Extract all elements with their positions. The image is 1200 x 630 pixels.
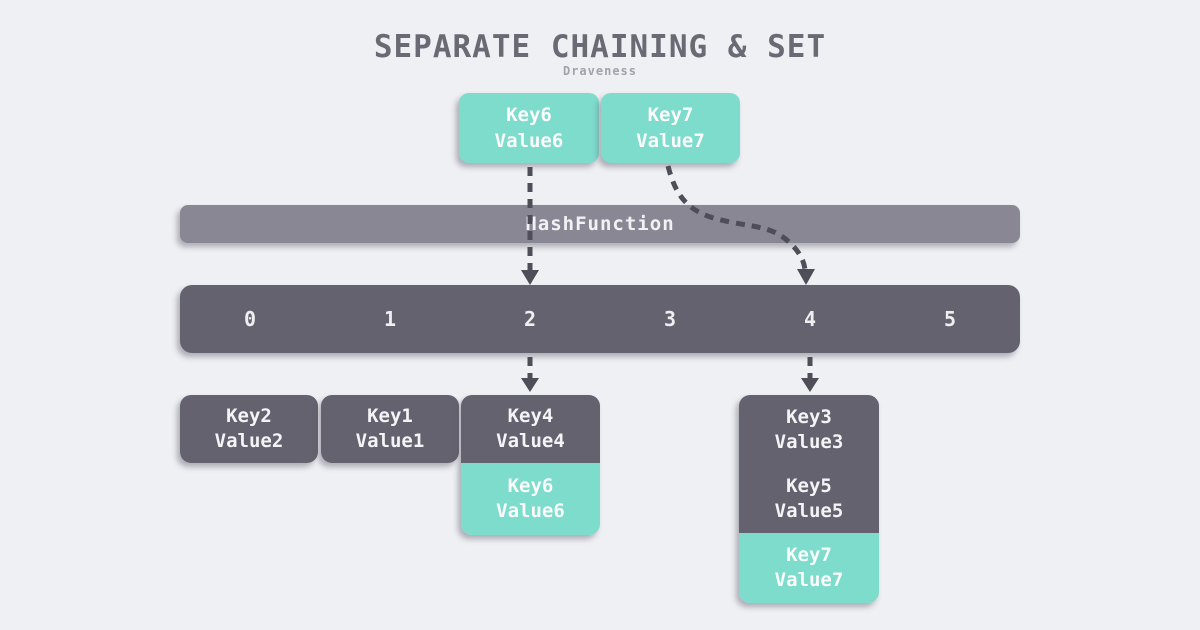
entry-key-label: Key3	[786, 405, 832, 428]
entry-value-label: Value4	[496, 430, 565, 452]
entry-value-label: Value5	[774, 499, 844, 522]
chain-entry-highlighted: Key6 Value6	[461, 463, 600, 535]
chain-bucket-0: Key2 Value2	[180, 395, 318, 463]
page-title: SEPARATE CHAINING & SET	[373, 29, 827, 65]
chain-bucket-2: Key4 Value4 Key6 Value6	[461, 395, 600, 535]
bucket-index-0: 0	[243, 307, 257, 331]
incoming-value-label: Value7	[636, 130, 705, 152]
chain-entry: Key3 Value3	[739, 395, 879, 464]
bucket-index-4: 4	[803, 307, 817, 331]
chain-bucket-1: Key1 Value1	[321, 395, 459, 463]
hash-function-label: HashFunction	[525, 213, 675, 235]
chain-entry: Key1 Value1	[321, 395, 459, 463]
entry-key-label: Key6	[507, 475, 554, 497]
entry-value-label: Value3	[774, 430, 844, 453]
entry-value-label: Value2	[214, 430, 284, 452]
bucket-index-1: 1	[383, 307, 397, 331]
entry-key-label: Key5	[786, 474, 832, 497]
hash-function-bar: HashFunction	[180, 205, 1020, 243]
entry-key-label: Key2	[226, 405, 272, 427]
bucket-index-2: 2	[523, 307, 537, 331]
arrow-bucket2-to-chain-icon	[521, 357, 539, 392]
incoming-key-box-key7: Key7 Value7	[601, 93, 740, 163]
arrow-bucket4-to-chain-icon	[801, 357, 819, 392]
bucket-index-3: 3	[663, 307, 677, 331]
bucket-array-bar: 0 1 2 3 4 5	[180, 285, 1020, 353]
chain-entry: Key2 Value2	[180, 395, 318, 463]
entry-value-label: Value1	[355, 430, 425, 452]
bucket-index-5: 5	[943, 307, 957, 331]
entry-value-label: Value7	[774, 569, 844, 591]
incoming-value-label: Value6	[494, 130, 564, 152]
chain-bucket-4: Key3 Value3 Key5 Value5 Key7 Value7	[739, 395, 879, 603]
entry-value-label: Value6	[496, 500, 565, 522]
page-subtitle: Draveness	[562, 64, 638, 78]
incoming-key-box-key6: Key6 Value6	[459, 93, 599, 163]
entry-key-label: Key1	[367, 405, 413, 427]
chain-entry-highlighted: Key7 Value7	[739, 533, 879, 603]
chain-entry: Key4 Value4	[461, 395, 600, 463]
incoming-key-label: Key7	[647, 104, 694, 126]
entry-key-label: Key4	[507, 405, 554, 427]
entry-key-label: Key7	[786, 544, 832, 566]
incoming-key-label: Key6	[506, 104, 552, 126]
chain-entry: Key5 Value5	[739, 464, 879, 533]
